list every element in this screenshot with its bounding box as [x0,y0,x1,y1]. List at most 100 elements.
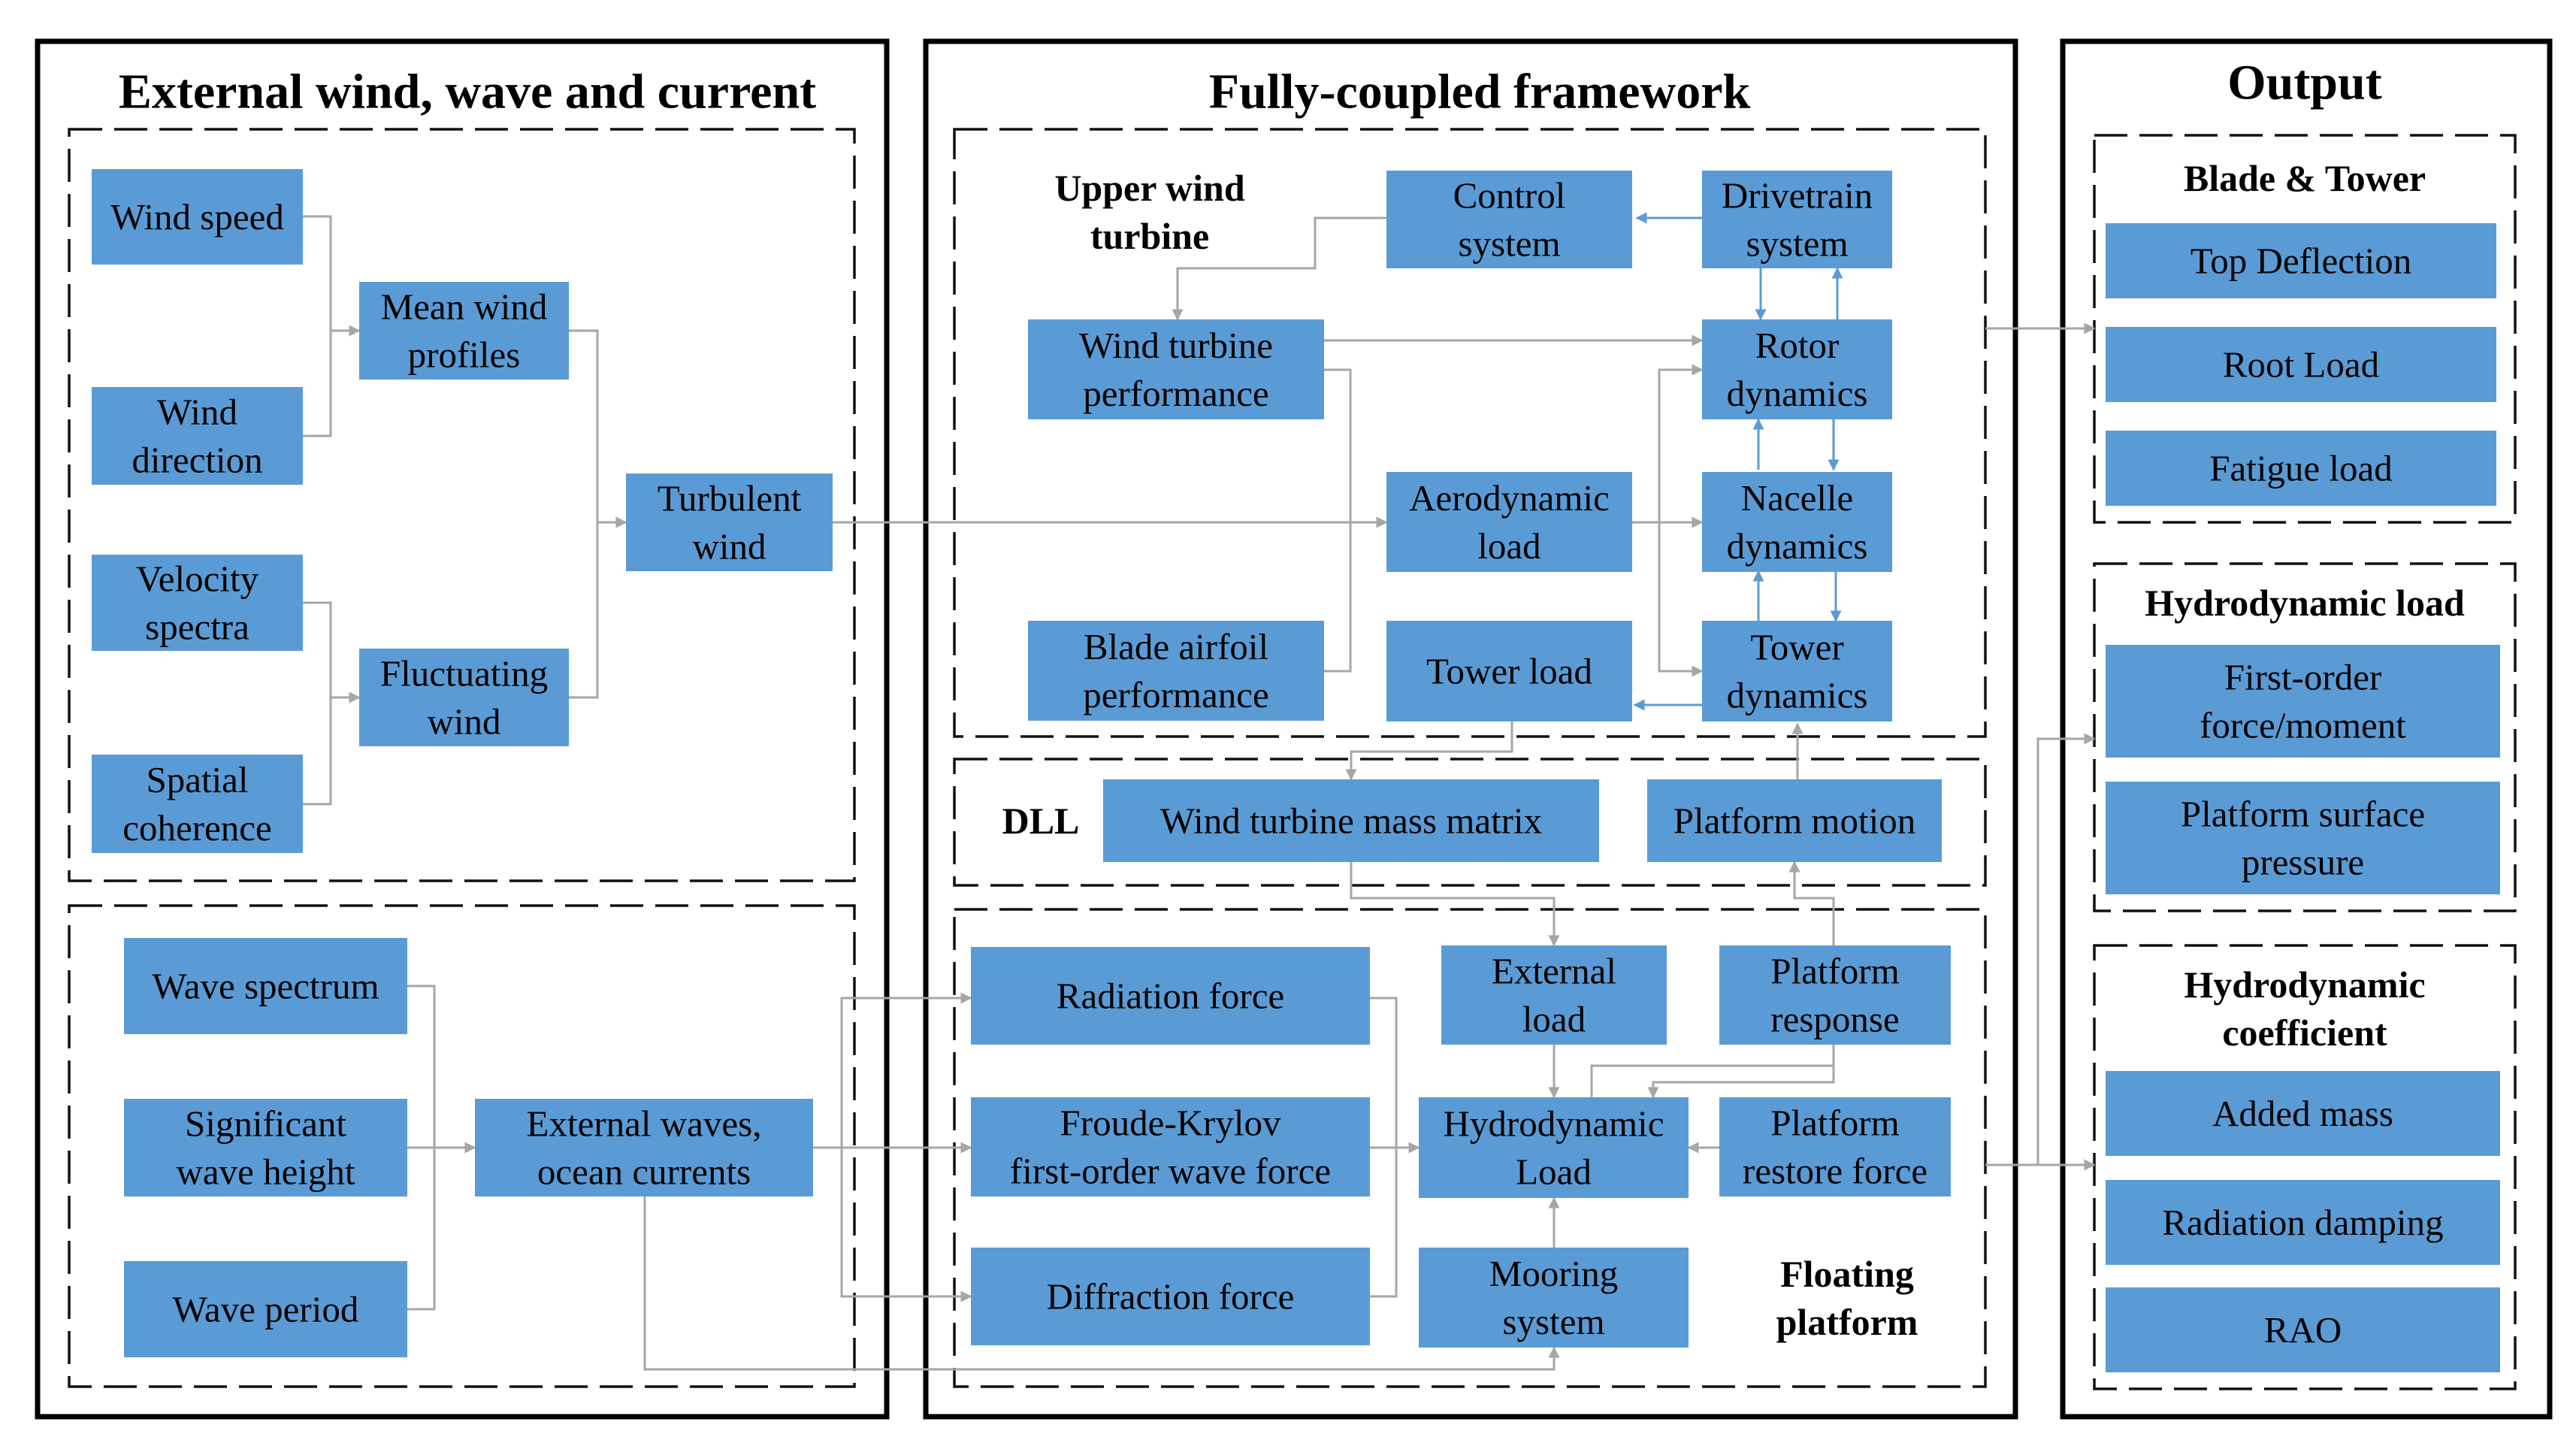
box-platform-restore-force-label: restore force [1743,1151,1927,1192]
connectors [303,212,2096,1371]
box-drivetrain-system-label: system [1746,223,1848,265]
box-wind-turbine-performance-label: Wind turbine [1079,325,1273,366]
box-platform-restore-force-rect [1719,1097,1951,1196]
box-added-mass-rect [2106,1071,2500,1156]
box-fatigue-load: Fatigue load [2106,431,2496,506]
box-aerodynamic-load-rect [1386,472,1632,572]
box-mean-wind-profiles-label: profiles [408,334,521,376]
box-platform-motion-label: Platform motion [1673,800,1916,842]
box-first-order-force-label: force/moment [2200,705,2406,746]
box-first-order-force-rect [2106,645,2500,758]
box-wind-turbine-mass-matrix: Wind turbine mass matrix [1103,779,1599,862]
box-nacelle-dynamics-rect [1702,472,1892,572]
box-control-system-label: Control [1453,175,1566,216]
box-rao: RAO [2106,1287,2500,1372]
box-wind-turbine-mass-matrix-rect [1103,779,1599,862]
box-rao-rect [2106,1287,2500,1372]
box-fatigue-load-rect [2106,431,2496,506]
group-wind-inputs [68,128,856,882]
box-significant-wave-height-label: Significant [185,1103,346,1145]
box-fluctuating-wind-rect [359,649,569,746]
box-control-system: Control system [1386,171,1632,268]
box-blade-airfoil-performance-rect [1028,621,1324,721]
box-mooring-system-label: Mooring [1489,1253,1619,1294]
box-wind-speed: Wind speed [92,169,303,265]
box-turbulent-wind-rect [626,473,833,571]
group-label-upper: turbine [1090,215,1209,257]
box-top-deflection-label: Top Deflection [2191,240,2412,282]
box-nacelle-dynamics-label: Nacelle [1741,477,1854,519]
box-froude-krylov-label: Froude-Krylov [1060,1103,1281,1144]
box-wave-spectrum: Wave spectrum [124,938,407,1034]
box-wind-turbine-performance: Wind turbine performance [1028,319,1324,419]
panel-framework-title: Fully-coupled framework [1209,65,1751,119]
box-mean-wind-profiles-rect [359,282,569,380]
box-control-system-label: system [1458,223,1560,265]
box-platform-surface-pressure-rect [2106,782,2500,894]
group-dll [953,758,1987,887]
box-top-deflection: Top Deflection [2106,223,2496,298]
box-platform-response-rect [1719,945,1951,1045]
group-label-hydro-coef: Hydrodynamic [2184,963,2425,1006]
box-mooring-system-rect [1419,1248,1689,1348]
box-drivetrain-system-label: Drivetrain [1722,175,1873,216]
box-tower-load-rect [1386,621,1632,721]
box-wind-direction-label: Wind [157,392,237,433]
box-mooring-system-label: system [1502,1301,1604,1342]
box-velocity-spectra: Velocity spectra [92,555,303,651]
box-wind-turbine-performance-label: performance [1083,373,1269,414]
box-platform-restore-force-label: Platform [1770,1103,1899,1144]
box-diffraction-force-rect [971,1248,1370,1345]
box-wind-turbine-mass-matrix-label: Wind turbine mass matrix [1160,800,1542,842]
box-radiation-force-label: Radiation force [1057,976,1284,1017]
box-wave-spectrum-label: Wave spectrum [152,966,379,1007]
box-fluctuating-wind-label: Fluctuating [380,653,548,694]
box-velocity-spectra-label: spectra [145,607,249,648]
box-spatial-coherence-label: Spatial [146,759,248,800]
box-blade-airfoil-performance-label: performance [1083,674,1269,715]
box-wind-speed-label: Wind speed [110,196,284,237]
box-wind-direction-label: direction [132,440,262,481]
box-mean-wind-profiles-label: Mean wind [381,286,548,328]
box-turbulent-wind-label: Turbulent [658,478,802,519]
box-added-mass: Added mass [2106,1071,2500,1156]
box-aerodynamic-load-label: Aerodynamic [1409,477,1610,519]
box-wave-period: Wave period [124,1261,407,1357]
box-velocity-spectra-rect [92,555,303,651]
box-platform-restore-force: Platform restore force [1719,1097,1951,1196]
box-control-system-rect [1386,171,1632,268]
box-root-load-label: Root Load [2223,344,2379,386]
group-upper-wind-turbine [953,128,1987,738]
group-wave-inputs [68,904,856,1388]
box-wind-direction: Wind direction [92,387,303,485]
box-drivetrain-system: Drivetrain system [1702,171,1892,268]
box-tower-dynamics-rect [1702,621,1892,721]
box-rotor-dynamics-rect [1702,319,1892,419]
box-mean-wind-profiles: Mean wind profiles [359,282,569,380]
panel-output-title: Output [2227,56,2381,110]
box-fatigue-load-label: Fatigue load [2209,448,2393,489]
group-label-floating: platform [1776,1301,1918,1343]
group-label-hydro-load: Hydrodynamic load [2145,582,2465,624]
box-platform-response-label: response [1770,999,1899,1040]
box-radiation-force: Radiation force [971,947,1370,1045]
box-hydrodynamic-load-box-label: Hydrodynamic [1444,1103,1664,1145]
group-label-blade-tower: Blade & Tower [2184,157,2426,199]
box-radiation-damping-rect [2106,1180,2500,1265]
box-radiation-force-rect [971,947,1370,1045]
panel-output [2060,38,2553,1420]
box-platform-motion: Platform motion [1647,779,1942,862]
box-velocity-spectra-label: Velocity [136,558,259,600]
box-top-deflection-rect [2106,223,2496,298]
box-wind-direction-rect [92,387,303,485]
box-external-load-rect [1441,945,1667,1045]
group-label-hydro-coef: coefficient [2222,1012,2387,1054]
box-external-waves-label: ocean currents [537,1151,751,1193]
